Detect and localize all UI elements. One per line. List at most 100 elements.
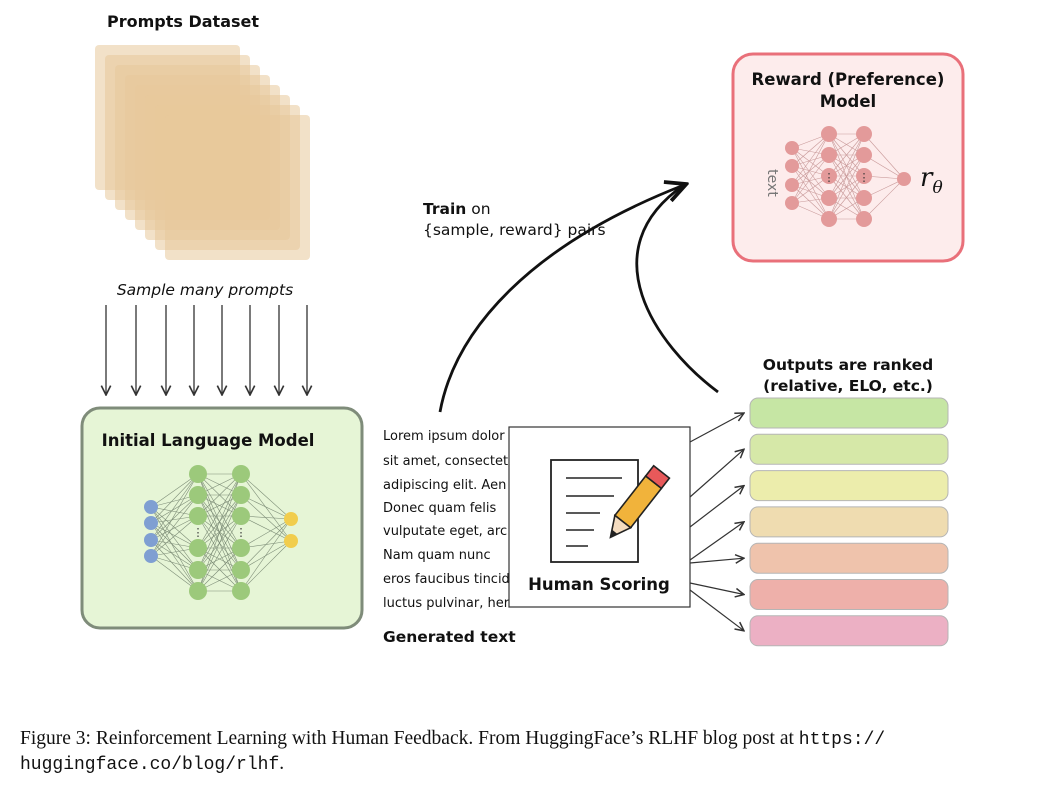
- network-edge: [828, 133, 865, 177]
- network-node: [821, 168, 837, 184]
- scoring-arrow: [689, 522, 744, 561]
- train-label-bold: Train: [423, 200, 466, 218]
- network-edge: [150, 522, 199, 592]
- network-node: [189, 486, 207, 504]
- network-node: [856, 147, 872, 163]
- network-node: [821, 147, 837, 163]
- scoring-arrow: [689, 413, 744, 443]
- caption-url-part2: huggingface.co/blog/rlhf: [20, 755, 280, 775]
- network-edge: [150, 494, 199, 557]
- network-edge: [240, 540, 292, 592]
- network-node: [284, 512, 298, 526]
- ranked-output-bars: [749, 397, 949, 647]
- network-edge: [240, 494, 292, 542]
- network-node: [232, 561, 250, 579]
- network-edge: [791, 133, 830, 204]
- network-edge: [150, 555, 199, 592]
- network-ellipsis: ⋮: [859, 172, 870, 184]
- network-edge: [828, 133, 865, 199]
- network-node: [821, 126, 837, 142]
- network-edge: [150, 522, 199, 571]
- prompt-arrows: [106, 305, 307, 395]
- reward-model-title-line2: Model: [820, 92, 876, 111]
- ranked-output-bar: [749, 579, 949, 610]
- network-edge: [863, 133, 905, 180]
- network-node: [232, 507, 250, 525]
- outputs-ranked-title-line2: (relative, ELO, etc.): [763, 377, 933, 395]
- network-edge: [150, 494, 199, 524]
- network-node: [785, 141, 799, 155]
- reward-model-title-line1: Reward (Preference): [752, 70, 945, 89]
- ranked-output-bar: [749, 433, 949, 465]
- network-edge: [150, 473, 199, 541]
- train-label-pairs: {sample, reward} pairs: [423, 221, 606, 239]
- network-node: [897, 172, 911, 186]
- network-node: [232, 486, 250, 504]
- generated-text-line: luctus pulvinar, her: [383, 596, 510, 611]
- ranked-output-bar: [749, 615, 949, 647]
- network-edge: [197, 515, 242, 592]
- network-node: [232, 539, 250, 557]
- prompt-card-stack: [95, 45, 310, 260]
- generated-text-line: Donec quam felis: [383, 501, 497, 516]
- network-node: [189, 561, 207, 579]
- network-edge: [240, 515, 292, 542]
- generated-text-line: Nam quam nunc: [383, 548, 491, 563]
- train-arrow: [438, 185, 684, 413]
- network-edge: [791, 147, 830, 220]
- network-node: [189, 582, 207, 600]
- network-node: [785, 196, 799, 210]
- network-edge: [828, 133, 865, 220]
- network-edge: [791, 184, 830, 220]
- generated-text-lines: Lorem ipsum dolor sit amet, consectet ad…: [383, 429, 510, 611]
- network-edge: [150, 473, 199, 557]
- sample-prompts-label: Sample many prompts: [117, 281, 293, 299]
- network-edge: [197, 473, 242, 549]
- network-edge: [791, 165, 830, 199]
- network-node: [189, 507, 207, 525]
- network-ellipsis: ⋮: [193, 527, 204, 539]
- network-edge: [240, 473, 292, 542]
- network-node: [856, 190, 872, 206]
- network-node: [144, 516, 158, 530]
- network-node: [144, 549, 158, 563]
- document-pencil-icon: [550, 459, 671, 563]
- network-edge: [863, 178, 905, 220]
- network-node: [821, 211, 837, 227]
- scoring-arrow: [689, 449, 744, 498]
- network-edge: [150, 494, 199, 541]
- network-edge: [240, 518, 292, 592]
- network-node: [144, 533, 158, 547]
- initial-language-model-title: Initial Language Model: [102, 431, 315, 450]
- network-node: [232, 582, 250, 600]
- generated-text-label: Generated text: [383, 628, 516, 646]
- network-edge: [240, 473, 292, 520]
- network-edge: [240, 494, 292, 520]
- reward-output-r: r: [920, 163, 934, 193]
- network-edge: [150, 515, 199, 557]
- reward-output-symbol: rθ: [920, 163, 943, 198]
- prompts-dataset-title: Prompts Dataset: [107, 12, 259, 31]
- rlhf-diagram: Prompts Dataset Sample many prompts Init…: [80, 12, 965, 647]
- network-edge: [150, 473, 199, 524]
- ranked-output-bar: [749, 470, 949, 502]
- network-edge: [150, 506, 199, 592]
- caption-end: .: [279, 753, 285, 774]
- network-node: [856, 168, 872, 184]
- ranked-output-bar: [749, 397, 949, 429]
- outputs-ranked-title-line1: Outputs are ranked: [763, 356, 933, 374]
- scoring-arrow: [689, 589, 744, 631]
- train-label: Train on: [423, 200, 491, 218]
- network-edge: [828, 154, 865, 220]
- generated-text-line: vulputate eget, arc: [383, 524, 507, 539]
- figure-caption: Figure 3: Reinforcement Learning with Hu…: [20, 727, 1030, 777]
- scoring-arrows: [689, 413, 744, 631]
- network-ellipsis: ⋮: [824, 172, 835, 184]
- lm-network-icon: ⋮⋮: [144, 465, 298, 600]
- caption-text: Figure 3: Reinforcement Learning with Hu…: [20, 728, 799, 749]
- scoring-arrow: [689, 582, 744, 595]
- network-ellipsis: ⋮: [236, 527, 247, 539]
- generated-text-line: eros faucibus tincid: [383, 572, 510, 587]
- network-edge: [150, 473, 199, 508]
- network-edge: [150, 539, 199, 592]
